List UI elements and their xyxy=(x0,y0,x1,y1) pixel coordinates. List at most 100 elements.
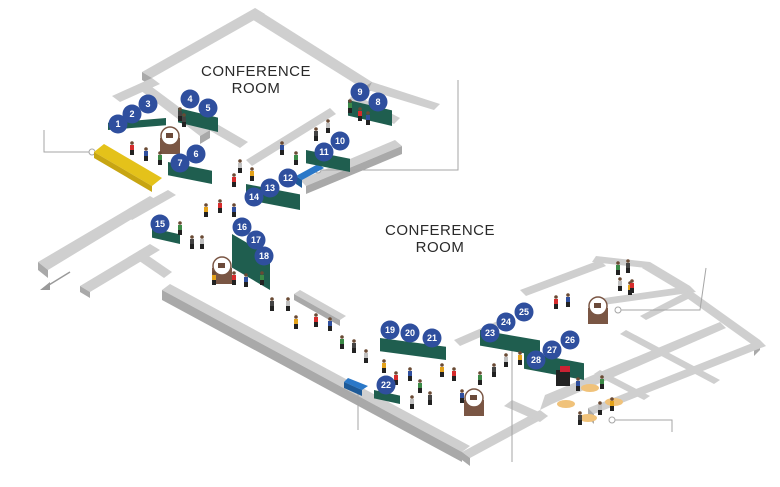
booth-number: 24 xyxy=(501,317,511,327)
booth-marker-6[interactable]: 6 xyxy=(186,144,206,164)
booth-marker-20[interactable]: 20 xyxy=(400,323,420,343)
person-icon xyxy=(618,277,622,291)
booth-number: 23 xyxy=(485,328,495,338)
booth-marker-25[interactable]: 25 xyxy=(514,302,534,322)
person-icon xyxy=(260,271,264,285)
person-icon xyxy=(280,141,284,155)
booth-marker-1[interactable]: 1 xyxy=(108,114,128,134)
booth-marker-27[interactable]: 27 xyxy=(542,340,562,360)
booth-marker-9[interactable]: 9 xyxy=(350,82,370,102)
person-icon xyxy=(428,391,432,405)
blue-counters xyxy=(296,164,368,396)
booth-badge-circle xyxy=(480,323,500,343)
person-icon xyxy=(270,297,274,311)
person-icon xyxy=(182,113,186,127)
person-icon xyxy=(294,315,298,329)
booth-marker-15[interactable]: 15 xyxy=(150,214,170,234)
booth-marker-4[interactable]: 4 xyxy=(180,89,200,109)
person-icon xyxy=(578,411,582,425)
booth-counter xyxy=(374,390,400,404)
person-icon xyxy=(626,259,630,273)
booth-marker-24[interactable]: 24 xyxy=(496,312,516,332)
person-icon xyxy=(232,271,236,285)
person-icon xyxy=(348,99,352,113)
person-icon xyxy=(492,363,496,377)
coffee-cup-icon xyxy=(160,126,180,154)
person-icon xyxy=(340,335,344,349)
booth-number: 11 xyxy=(319,147,329,157)
booth-counter xyxy=(380,338,446,360)
booth-badge-circle xyxy=(254,246,274,266)
booth-marker-13[interactable]: 13 xyxy=(260,178,280,198)
person-icon xyxy=(518,351,522,365)
booth-badge-circle xyxy=(400,323,420,343)
booth-badge-circle xyxy=(526,350,546,370)
booth-badge-circle xyxy=(350,82,370,102)
booth-badge-circle xyxy=(122,104,142,124)
booth-marker-28[interactable]: 28 xyxy=(526,350,546,370)
person-icon xyxy=(326,119,330,133)
person-icon xyxy=(478,371,482,385)
booth-badge-circle xyxy=(278,168,298,188)
person-icon xyxy=(218,199,222,213)
booth-badge-circle xyxy=(198,98,218,118)
booth-marker-8[interactable]: 8 xyxy=(368,92,388,112)
booth-number: 21 xyxy=(427,333,437,343)
booth-marker-7[interactable]: 7 xyxy=(170,153,190,173)
booth-marker-16[interactable]: 16 xyxy=(232,217,252,237)
booth-number: 6 xyxy=(193,149,198,159)
person-icon xyxy=(554,295,558,309)
booth-badge-circle xyxy=(380,320,400,340)
booth-badge-circle xyxy=(422,328,442,348)
booth-marker-10[interactable]: 10 xyxy=(330,131,350,151)
cafe-area xyxy=(556,366,623,422)
booth-badge-circle xyxy=(368,92,388,112)
booth-marker-26[interactable]: 26 xyxy=(560,330,580,350)
booth-marker-17[interactable]: 17 xyxy=(246,230,266,250)
booth-marker-23[interactable]: 23 xyxy=(480,323,500,343)
person-icon xyxy=(200,235,204,249)
booth-badge-circle xyxy=(150,214,170,234)
booth-number: 27 xyxy=(547,345,557,355)
person-icon xyxy=(366,111,370,125)
booth-marker-12[interactable]: 12 xyxy=(278,168,298,188)
booth-marker-2[interactable]: 2 xyxy=(122,104,142,124)
booth-badge-circle xyxy=(314,142,334,162)
booth-marker-5[interactable]: 5 xyxy=(198,98,218,118)
booth-marker-3[interactable]: 3 xyxy=(138,94,158,114)
booth-badge-circle xyxy=(514,302,534,322)
booth-badge-circle xyxy=(496,312,516,332)
booth-counter xyxy=(178,108,218,132)
booth-number: 2 xyxy=(129,109,134,119)
booth-marker-22[interactable]: 22 xyxy=(376,375,396,395)
booth-marker-14[interactable]: 14 xyxy=(244,187,264,207)
booth-marker-18[interactable]: 18 xyxy=(254,246,274,266)
booth-marker-19[interactable]: 19 xyxy=(380,320,400,340)
person-icon xyxy=(440,363,444,377)
person-icon xyxy=(358,107,362,121)
booth-badge-circle xyxy=(138,94,158,114)
booth-marker-21[interactable]: 21 xyxy=(422,328,442,348)
booth-badge-circle xyxy=(170,153,190,173)
booth-number: 10 xyxy=(335,136,345,146)
booth-number: 14 xyxy=(249,192,259,202)
person-icon xyxy=(294,151,298,165)
booth-marker-11[interactable]: 11 xyxy=(314,142,334,162)
booth-badge-circle xyxy=(108,114,128,134)
person-icon xyxy=(410,395,414,409)
booth-badge-circle xyxy=(376,375,396,395)
person-icon xyxy=(250,167,254,181)
booth-number: 25 xyxy=(519,307,529,317)
conference-room-label-north: CONFERENCE ROOM xyxy=(200,63,311,97)
booth-number: 16 xyxy=(237,222,247,232)
coffee-cup-icon xyxy=(588,296,608,324)
person-icon xyxy=(158,151,162,165)
booth-number: 20 xyxy=(405,328,415,338)
booth-number: 15 xyxy=(155,219,165,229)
booth-number: 4 xyxy=(187,94,192,104)
person-icon xyxy=(600,375,604,389)
person-icon xyxy=(328,317,332,331)
person-icon xyxy=(352,339,356,353)
